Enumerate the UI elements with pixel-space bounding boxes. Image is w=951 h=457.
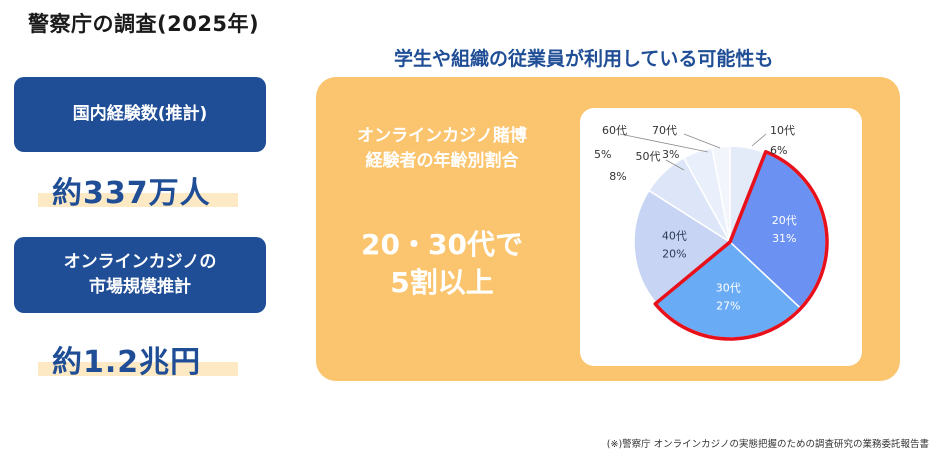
slice-value-70s: 3%: [662, 148, 679, 161]
slice-value-60s: 5%: [594, 148, 611, 161]
slice-label-30s: 30代: [716, 282, 741, 295]
chart-highlight-text: 20・30代で 5割以上: [361, 228, 523, 299]
headline: 学生や組織の従業員が利用している可能性も: [394, 48, 774, 70]
leader-line-70s: [683, 133, 721, 149]
chart-title: オンラインカジノ賭博 経験者の年齢別割合: [357, 126, 527, 171]
slice-value-30s: 27%: [716, 300, 740, 313]
leader-line-50s: [665, 159, 685, 171]
source-footnote: (※)警察庁 オンラインカジノの実態把握のための調査研究の業務委託報告書: [606, 439, 929, 450]
value-highlight-bar: [38, 362, 238, 376]
leader-line-60s: [619, 133, 709, 153]
slice-value-50s: 8%: [609, 170, 626, 183]
domestic-experience-label-box: 国内経験数(推計): [14, 77, 266, 152]
page-title: 警察庁の調査(2025年): [28, 12, 260, 36]
pie-slice-40s: [633, 189, 732, 305]
slice-value-20s: 31%: [772, 232, 796, 245]
market-size-label: オンラインカジノの 市場規模推計: [63, 252, 217, 297]
slice-label-60s: 60代: [602, 124, 627, 137]
slice-value-40s: 20%: [662, 248, 686, 261]
age-pie-chart: 10代 6% 20代 31% 30代 27% 40代 20% 50代 8% 60代 5% 70代 3%: [594, 124, 829, 341]
highlight-outline: [653, 150, 829, 341]
slice-label-70s: 70代: [652, 124, 677, 137]
domestic-experience-value: 約337万人: [52, 176, 211, 211]
value-highlight-bar: [38, 193, 238, 207]
pie-slice-70s: [711, 145, 731, 243]
slice-label-50s: 50代: [636, 150, 661, 163]
market-size-label-box: オンラインカジノの 市場規模推計: [14, 237, 266, 313]
slice-label-20s: 20代: [772, 214, 797, 227]
domestic-experience-label: 国内経験数(推計): [72, 104, 208, 125]
slice-value-10s: 6%: [770, 144, 787, 157]
market-size-value: 約1.2兆円: [52, 345, 202, 380]
leader-line-10s: [751, 133, 767, 147]
slice-label-40s: 40代: [662, 230, 687, 243]
slice-label-10s: 10代: [770, 124, 795, 137]
